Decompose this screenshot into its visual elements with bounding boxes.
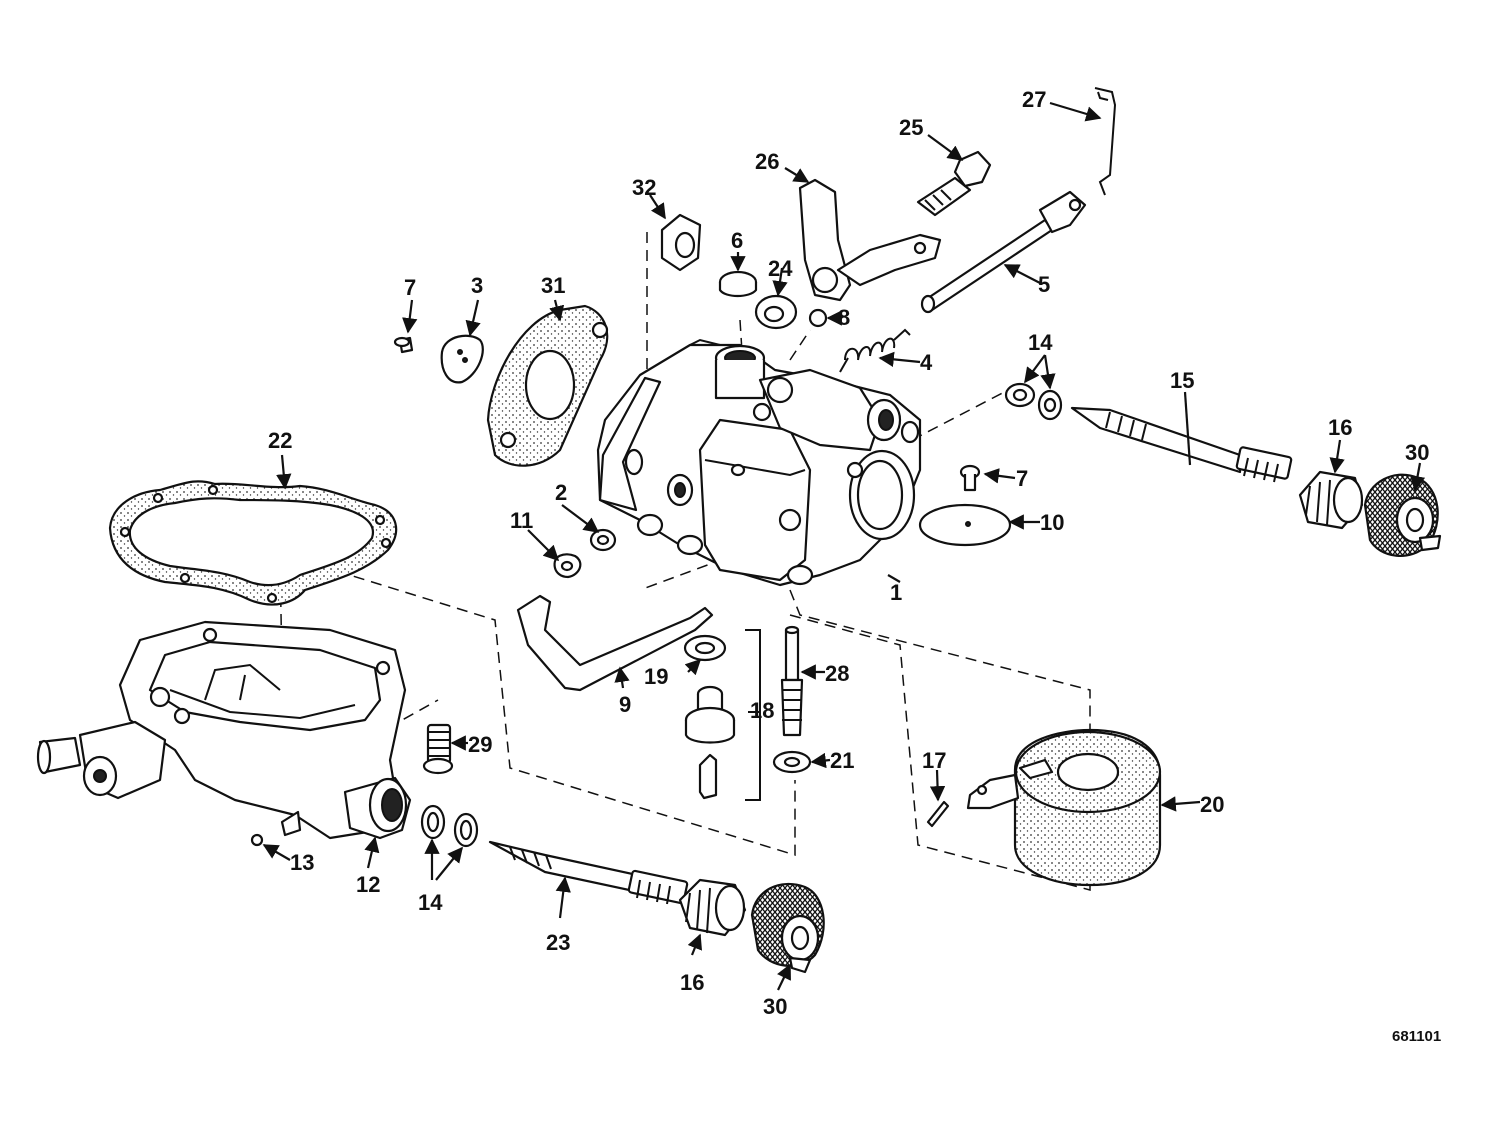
part-22-bowl-gasket bbox=[108, 480, 398, 606]
callout-23: 23 bbox=[546, 930, 570, 955]
callout-16-lower: 16 bbox=[680, 970, 704, 995]
part-8-ball bbox=[808, 308, 828, 328]
part-19-washer bbox=[683, 634, 727, 662]
callout-25: 25 bbox=[899, 115, 923, 140]
part-25-screw bbox=[916, 150, 992, 217]
callout-14-lower: 14 bbox=[418, 890, 443, 915]
part-21-washer bbox=[772, 750, 812, 774]
callout-12: 12 bbox=[356, 872, 380, 897]
part-17-pin bbox=[926, 800, 950, 828]
callout-10: 10 bbox=[1040, 510, 1064, 535]
part-4-spring bbox=[839, 328, 911, 373]
callout-17: 17 bbox=[922, 748, 946, 773]
callout-8: 8 bbox=[838, 305, 850, 330]
part-28-nozzle bbox=[780, 625, 804, 737]
callout-16-upper: 16 bbox=[1328, 415, 1352, 440]
part-1-carburetor-body bbox=[596, 338, 922, 587]
callout-7-upper: 7 bbox=[404, 275, 416, 300]
callout-4: 4 bbox=[920, 350, 933, 375]
part-16-packing-nut-lower bbox=[678, 878, 747, 937]
callout-labels: 1 2 3 4 5 6 7 7 8 9 10 11 12 13 14 14 15… bbox=[268, 87, 1441, 1045]
part-12-float-bowl bbox=[36, 620, 412, 840]
callout-22: 22 bbox=[268, 428, 292, 453]
part-14-washers-upper bbox=[1004, 382, 1063, 421]
part-18-needle-seat bbox=[684, 629, 761, 801]
part-24-washer bbox=[754, 294, 798, 330]
part-5-throttle-shaft bbox=[920, 190, 1087, 314]
part-7-screw-upper bbox=[393, 336, 414, 354]
part-9-float-arm bbox=[516, 594, 714, 692]
callout-6: 6 bbox=[731, 228, 743, 253]
part-2-washer bbox=[589, 528, 617, 552]
part-30-knob-lower bbox=[750, 882, 825, 974]
part-27-link bbox=[1094, 87, 1117, 196]
callout-29: 29 bbox=[468, 732, 492, 757]
drawing-reference-number: 681101 bbox=[1392, 1028, 1441, 1045]
callout-21: 21 bbox=[830, 748, 854, 773]
part-23-high-speed-needle bbox=[488, 840, 689, 905]
callout-26: 26 bbox=[755, 149, 779, 174]
callout-20: 20 bbox=[1200, 792, 1224, 817]
callout-7-lower: 7 bbox=[1016, 466, 1028, 491]
callout-30-lower: 30 bbox=[763, 994, 787, 1019]
callout-15: 15 bbox=[1170, 368, 1194, 393]
part-16-packing-nut-upper bbox=[1298, 470, 1364, 530]
part-29-screw bbox=[422, 723, 454, 775]
callout-31: 31 bbox=[541, 273, 565, 298]
callout-24: 24 bbox=[768, 256, 793, 281]
part-6-plug bbox=[718, 270, 758, 298]
part-32-nut bbox=[660, 213, 702, 272]
callout-11: 11 bbox=[510, 508, 533, 533]
callout-30-upper: 30 bbox=[1405, 440, 1429, 465]
part-15-slow-speed-needle bbox=[1070, 406, 1293, 483]
part-11-retainer bbox=[553, 553, 582, 579]
callout-32: 32 bbox=[632, 175, 656, 200]
callout-14-upper: 14 bbox=[1028, 330, 1053, 355]
callout-5: 5 bbox=[1038, 272, 1050, 297]
part-3-plate bbox=[440, 334, 484, 384]
part-10-throttle-valve bbox=[918, 503, 1012, 547]
part-7-screw-lower bbox=[959, 464, 981, 492]
callout-13: 13 bbox=[290, 850, 314, 875]
part-14-washers-lower bbox=[420, 804, 479, 848]
callout-2: 2 bbox=[555, 480, 567, 505]
callout-9: 9 bbox=[619, 692, 631, 717]
callout-28: 28 bbox=[825, 661, 849, 686]
part-26-throttle-lever bbox=[798, 178, 942, 302]
callout-27: 27 bbox=[1022, 87, 1046, 112]
callout-18: 18 bbox=[750, 698, 774, 723]
part-20-float bbox=[966, 728, 1162, 887]
callout-19: 19 bbox=[644, 664, 668, 689]
leader-lines bbox=[262, 101, 1426, 991]
callout-3: 3 bbox=[471, 273, 483, 298]
callout-1: 1 bbox=[890, 580, 902, 605]
part-30-knob-upper bbox=[1363, 473, 1442, 557]
part-31-gasket bbox=[486, 304, 609, 467]
part-13-check-ball bbox=[250, 833, 264, 847]
